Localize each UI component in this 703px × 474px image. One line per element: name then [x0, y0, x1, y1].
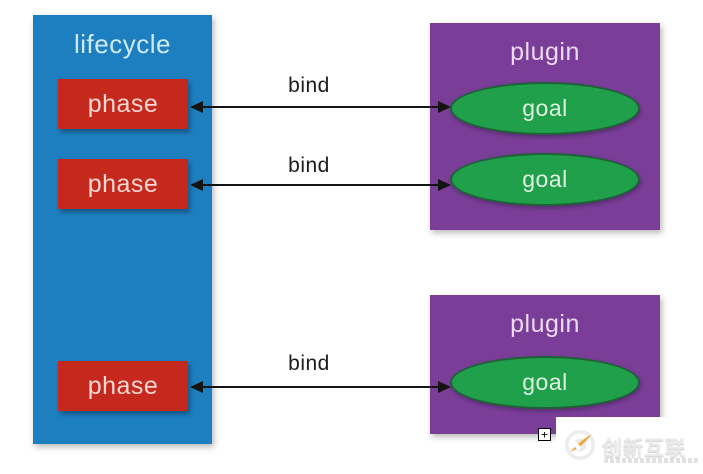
brand-logo-icon [565, 430, 595, 460]
arrowhead-left-icon [190, 179, 203, 191]
arrowhead-left-icon [190, 381, 203, 393]
bind-label-2: bind [288, 154, 330, 177]
watermark: 创新互联 [556, 417, 703, 474]
expand-handle-icon[interactable]: + [538, 428, 551, 441]
plugin-container-2: plugin goal [430, 295, 660, 434]
watermark-subtext-strip [604, 458, 698, 463]
goal-ellipse-3: goal [450, 356, 640, 409]
goal-label-1: goal [522, 95, 568, 121]
plugin-title-1: plugin [510, 38, 580, 66]
bind-arrow-2 [190, 179, 451, 191]
phase-box-2: phase [58, 159, 188, 209]
watermark-brand-text: 创新互联 [602, 438, 686, 460]
bind-arrow-3 [190, 381, 451, 393]
arrowhead-right-icon [438, 381, 451, 393]
arrowhead-right-icon [438, 101, 451, 113]
lifecycle-container: lifecycle phase phase phase [33, 15, 212, 444]
goal-ellipse-2: goal [450, 153, 640, 206]
goal-label-3: goal [522, 369, 568, 395]
phase-box-3: phase [58, 361, 188, 411]
arrowhead-left-icon [190, 101, 203, 113]
goal-label-2: goal [522, 166, 568, 192]
bind-arrow-1 [190, 101, 451, 113]
plugin-container-1: plugin goal goal [430, 23, 660, 230]
plugin-title-2: plugin [510, 310, 580, 338]
phase-label-1: phase [87, 89, 159, 118]
phase-box-1: phase [58, 79, 188, 129]
bind-label-3: bind [288, 352, 330, 375]
goal-ellipse-1: goal [450, 82, 640, 135]
lifecycle-title: lifecycle [74, 29, 171, 59]
bind-label-1: bind [288, 74, 330, 97]
phase-label-2: phase [87, 169, 159, 198]
phase-label-3: phase [87, 371, 159, 400]
arrowhead-right-icon [438, 179, 451, 191]
